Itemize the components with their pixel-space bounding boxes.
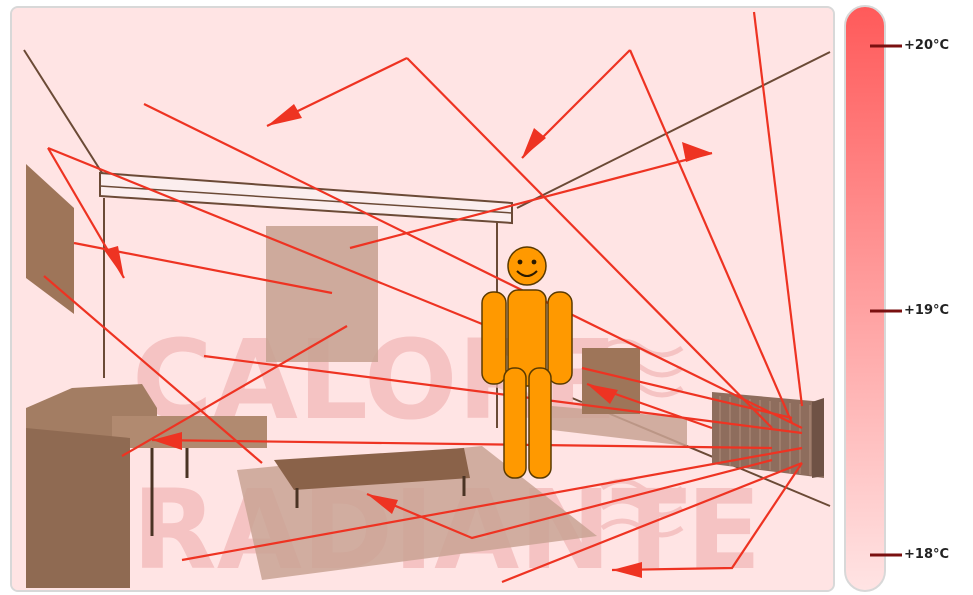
thermometer-ticks <box>870 46 902 555</box>
thermometer-tube <box>845 6 885 591</box>
temperature-label-top: +20°C <box>904 39 949 53</box>
room-illustration: CALORE RADIANTE <box>10 6 835 592</box>
room-scene: CALORE RADIANTE <box>12 8 835 592</box>
temperature-label-bottom: +18°C <box>904 548 949 562</box>
small-picture <box>582 348 640 414</box>
radiant-panel-icon <box>712 392 824 478</box>
temperature-label-middle: +19°C <box>904 304 949 318</box>
